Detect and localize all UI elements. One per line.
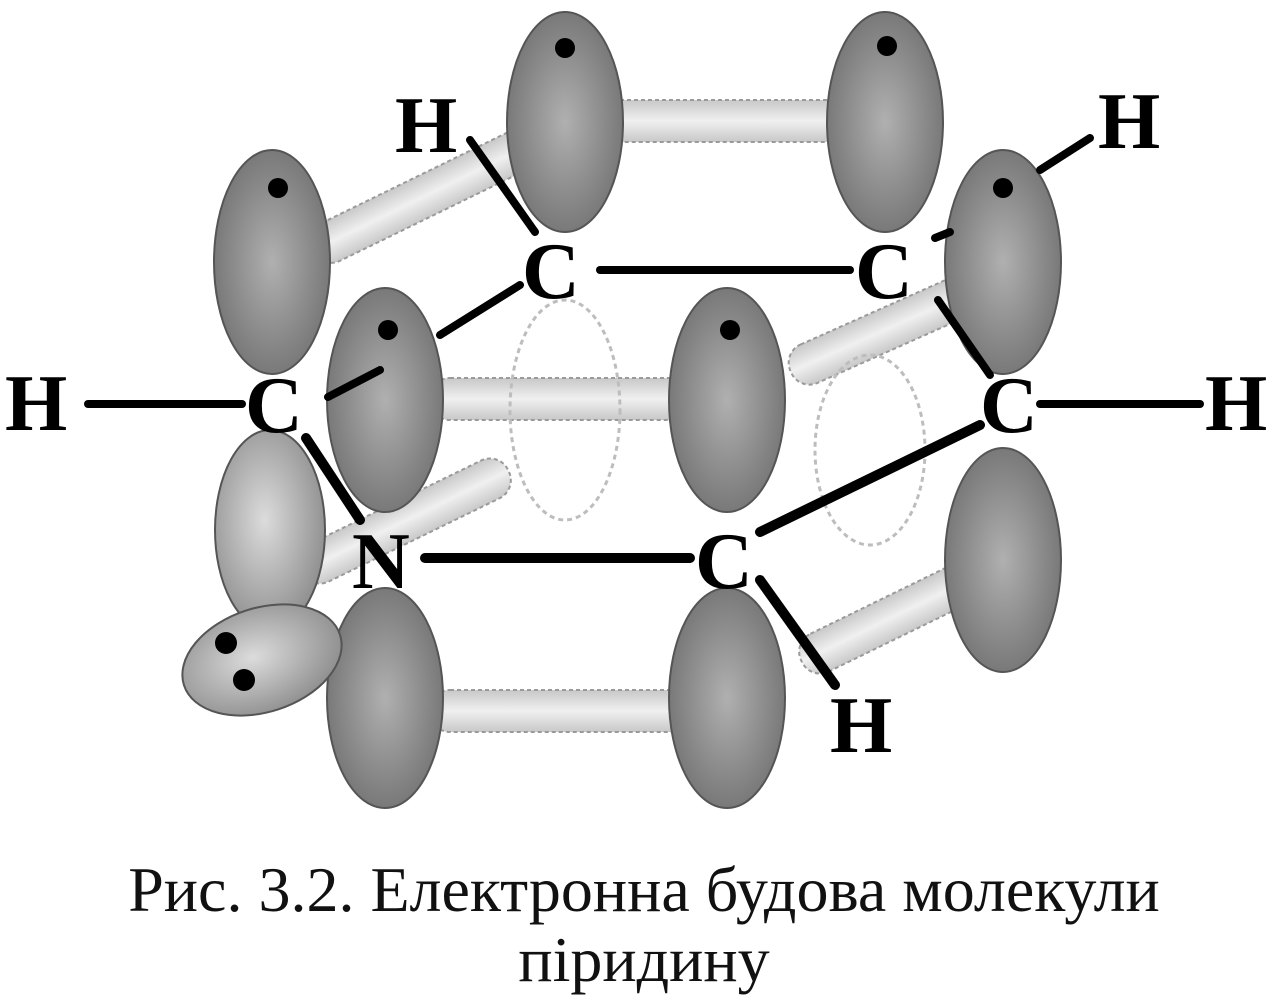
orbital-lobe-upper-right: [944, 149, 1062, 375]
electron-dot: [378, 320, 398, 340]
atom-h-top-right: H: [1098, 78, 1160, 166]
electron-dot: [993, 178, 1013, 198]
electron-dot: [720, 320, 740, 340]
nitrogen-lone-pair-orbital: [181, 603, 343, 717]
atom-h-top-left: H: [395, 82, 457, 170]
bond-c-h-bottom: [755, 575, 840, 690]
atom-c-right: C: [980, 362, 1038, 450]
electrons: [215, 36, 1013, 691]
p-orbital-lobes: [181, 11, 1062, 809]
bond-c-c-upper-left-b: [324, 366, 384, 401]
sigma-bonds: [84, 134, 1204, 690]
atom-h-bottom: H: [830, 682, 892, 770]
atom-c-top-left: C: [522, 228, 580, 316]
atom-h-right: H: [1205, 360, 1267, 448]
bond-c-h-top-right-b: [931, 228, 954, 242]
atom-c-left: C: [245, 362, 303, 450]
lone-pair-electron: [215, 632, 237, 654]
bond-c-c-upper-left: [436, 281, 524, 339]
orbital-lobe-bottom-left: [326, 587, 444, 809]
electron-dot: [555, 38, 575, 58]
atom-c-top-right: C: [855, 228, 913, 316]
bond-c-c-upper-right: [934, 296, 994, 379]
bond-c-h-top-right: [1036, 134, 1094, 174]
bottom-overlap-tube: [429, 689, 691, 733]
figure-caption-line-2: піридину: [518, 924, 770, 995]
figure-caption-line-1: Рис. 3.2. Електронна будова молекули: [128, 854, 1160, 925]
bond-c-n: [301, 433, 365, 525]
top-overlap-tube: [599, 99, 851, 143]
orbital-lobe-bottom-center: [668, 587, 786, 809]
electron-dot: [877, 36, 897, 56]
orbital-lobe-mid-center: [668, 287, 786, 513]
orbital-lobe-upper-left: [213, 149, 331, 375]
orbital-lobe-top-b: [826, 11, 944, 233]
atom-n: N: [352, 518, 410, 606]
lone-pair-electron: [233, 669, 255, 691]
orbital-lobe-lower-left: [214, 429, 326, 631]
middle-overlap-tube: [429, 377, 691, 421]
bond-c-c-lower-right: [755, 420, 985, 537]
atom-h-left: H: [5, 360, 67, 448]
bond-c-h-top-left: [466, 136, 539, 236]
atom-c-bottom: C: [695, 518, 753, 606]
orbital-lobe-top-a: [506, 11, 624, 233]
electron-dot: [268, 178, 288, 198]
atom-labels: H H C C H C C H N C H: [5, 78, 1267, 770]
orbital-lobe-lower-right: [944, 447, 1062, 673]
